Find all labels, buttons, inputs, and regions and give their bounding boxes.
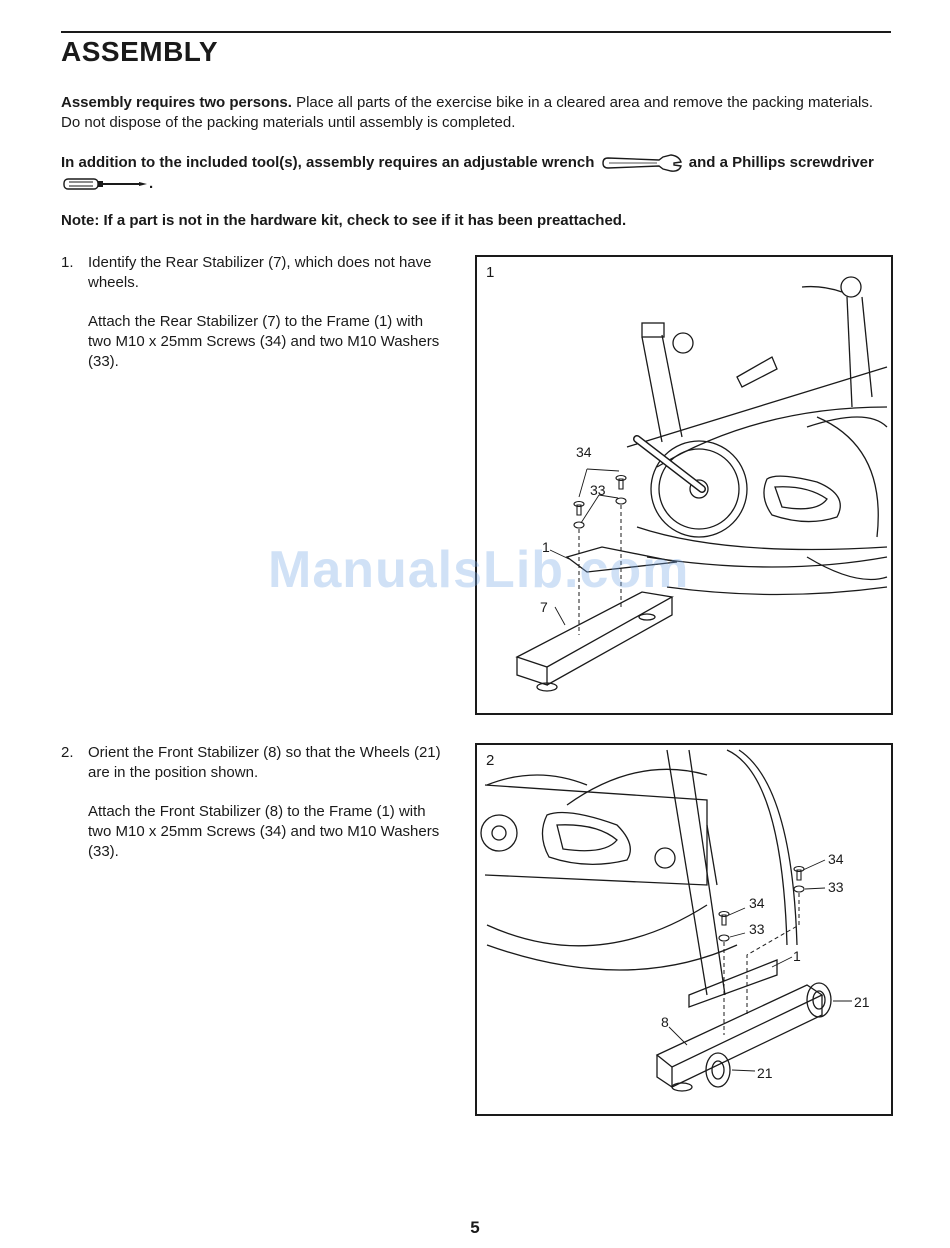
figure-2-callout-21a: 21 [854, 994, 870, 1010]
page-title: ASSEMBLY [61, 36, 219, 67]
page-number: 5 [470, 1218, 480, 1237]
step-2-text-1: Orient the Front Stabilizer (8) so that … [88, 744, 441, 781]
tools-paragraph: In addition to the included tool(s), ass… [61, 152, 891, 194]
intro-text: Place all parts of the exercise bike in … [61, 94, 874, 131]
watermark: ManualsLib.com [268, 541, 690, 599]
figure-2-number: 2 [486, 752, 495, 769]
figure-1-callout-34: 34 [576, 444, 592, 460]
note-paragraph: Note: If a part is not in the hardware k… [61, 212, 627, 229]
tools-text-1: In addition to the included tool(s), ass… [61, 153, 595, 171]
step-1-text-2: Attach the Rear Stabilizer (7) to the Fr… [88, 313, 440, 370]
figure-2-callout-34b: 34 [828, 851, 844, 867]
figure-2: 34 33 34 33 1 21 8 21 2 [475, 743, 893, 1116]
figure-2-callout-8: 8 [661, 1014, 669, 1030]
tools-text-3: . [149, 175, 154, 192]
figure-1: 34 33 1 7 1 [475, 255, 893, 715]
header-rule [61, 31, 891, 33]
step-1-number: 1. [61, 254, 74, 271]
figure-2-callout-1: 1 [793, 948, 801, 964]
step-2: 2. Orient the Front Stabilizer (8) so th… [61, 743, 441, 881]
figure-2-callout-34a: 34 [749, 895, 765, 911]
figure-1-callout-7: 7 [540, 599, 548, 615]
figure-1-callout-1: 1 [542, 539, 550, 555]
step-1-text-1: Identify the Rear Stabilizer (7), which … [88, 254, 432, 291]
intro-bold-text: Assembly requires two persons. [61, 94, 292, 111]
figure-1-illustration: 34 33 1 7 [515, 276, 888, 692]
step-1: 1. Identify the Rear Stabilizer (7), whi… [61, 253, 441, 391]
phillips-screwdriver-icon [63, 178, 147, 190]
figure-2-callout-33b: 33 [828, 879, 844, 895]
figure-1-number: 1 [486, 264, 495, 281]
figure-2-illustration: 34 33 34 33 1 21 8 21 [480, 749, 870, 1092]
figure-2-callout-21b: 21 [757, 1065, 773, 1081]
figure-2-callout-33a: 33 [749, 921, 765, 937]
step-2-number: 2. [61, 744, 74, 761]
adjustable-wrench-icon [601, 154, 682, 172]
figure-1-callout-33: 33 [590, 482, 606, 498]
step-2-text-2: Attach the Front Stabilizer (8) to the F… [88, 803, 440, 860]
tools-text-2: and a Phillips screwdriver [688, 153, 874, 171]
intro-paragraph: Assembly requires two persons. Place all… [61, 93, 891, 133]
